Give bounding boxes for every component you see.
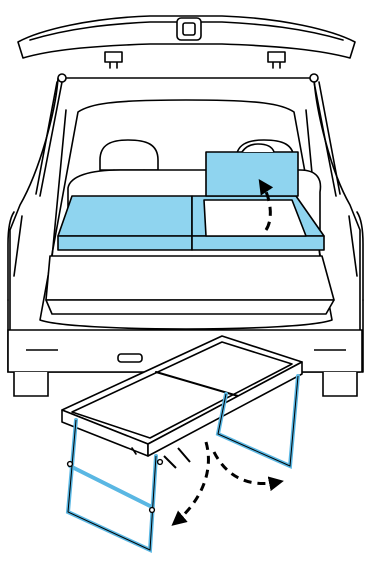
latch-left xyxy=(105,52,122,68)
latch-right xyxy=(268,52,285,68)
fold-leg-arrow-icon xyxy=(176,442,208,522)
liftgate xyxy=(18,16,355,68)
cargo-sill xyxy=(46,300,334,314)
cargo-floor xyxy=(46,256,334,300)
leg-hinges xyxy=(68,448,190,512)
